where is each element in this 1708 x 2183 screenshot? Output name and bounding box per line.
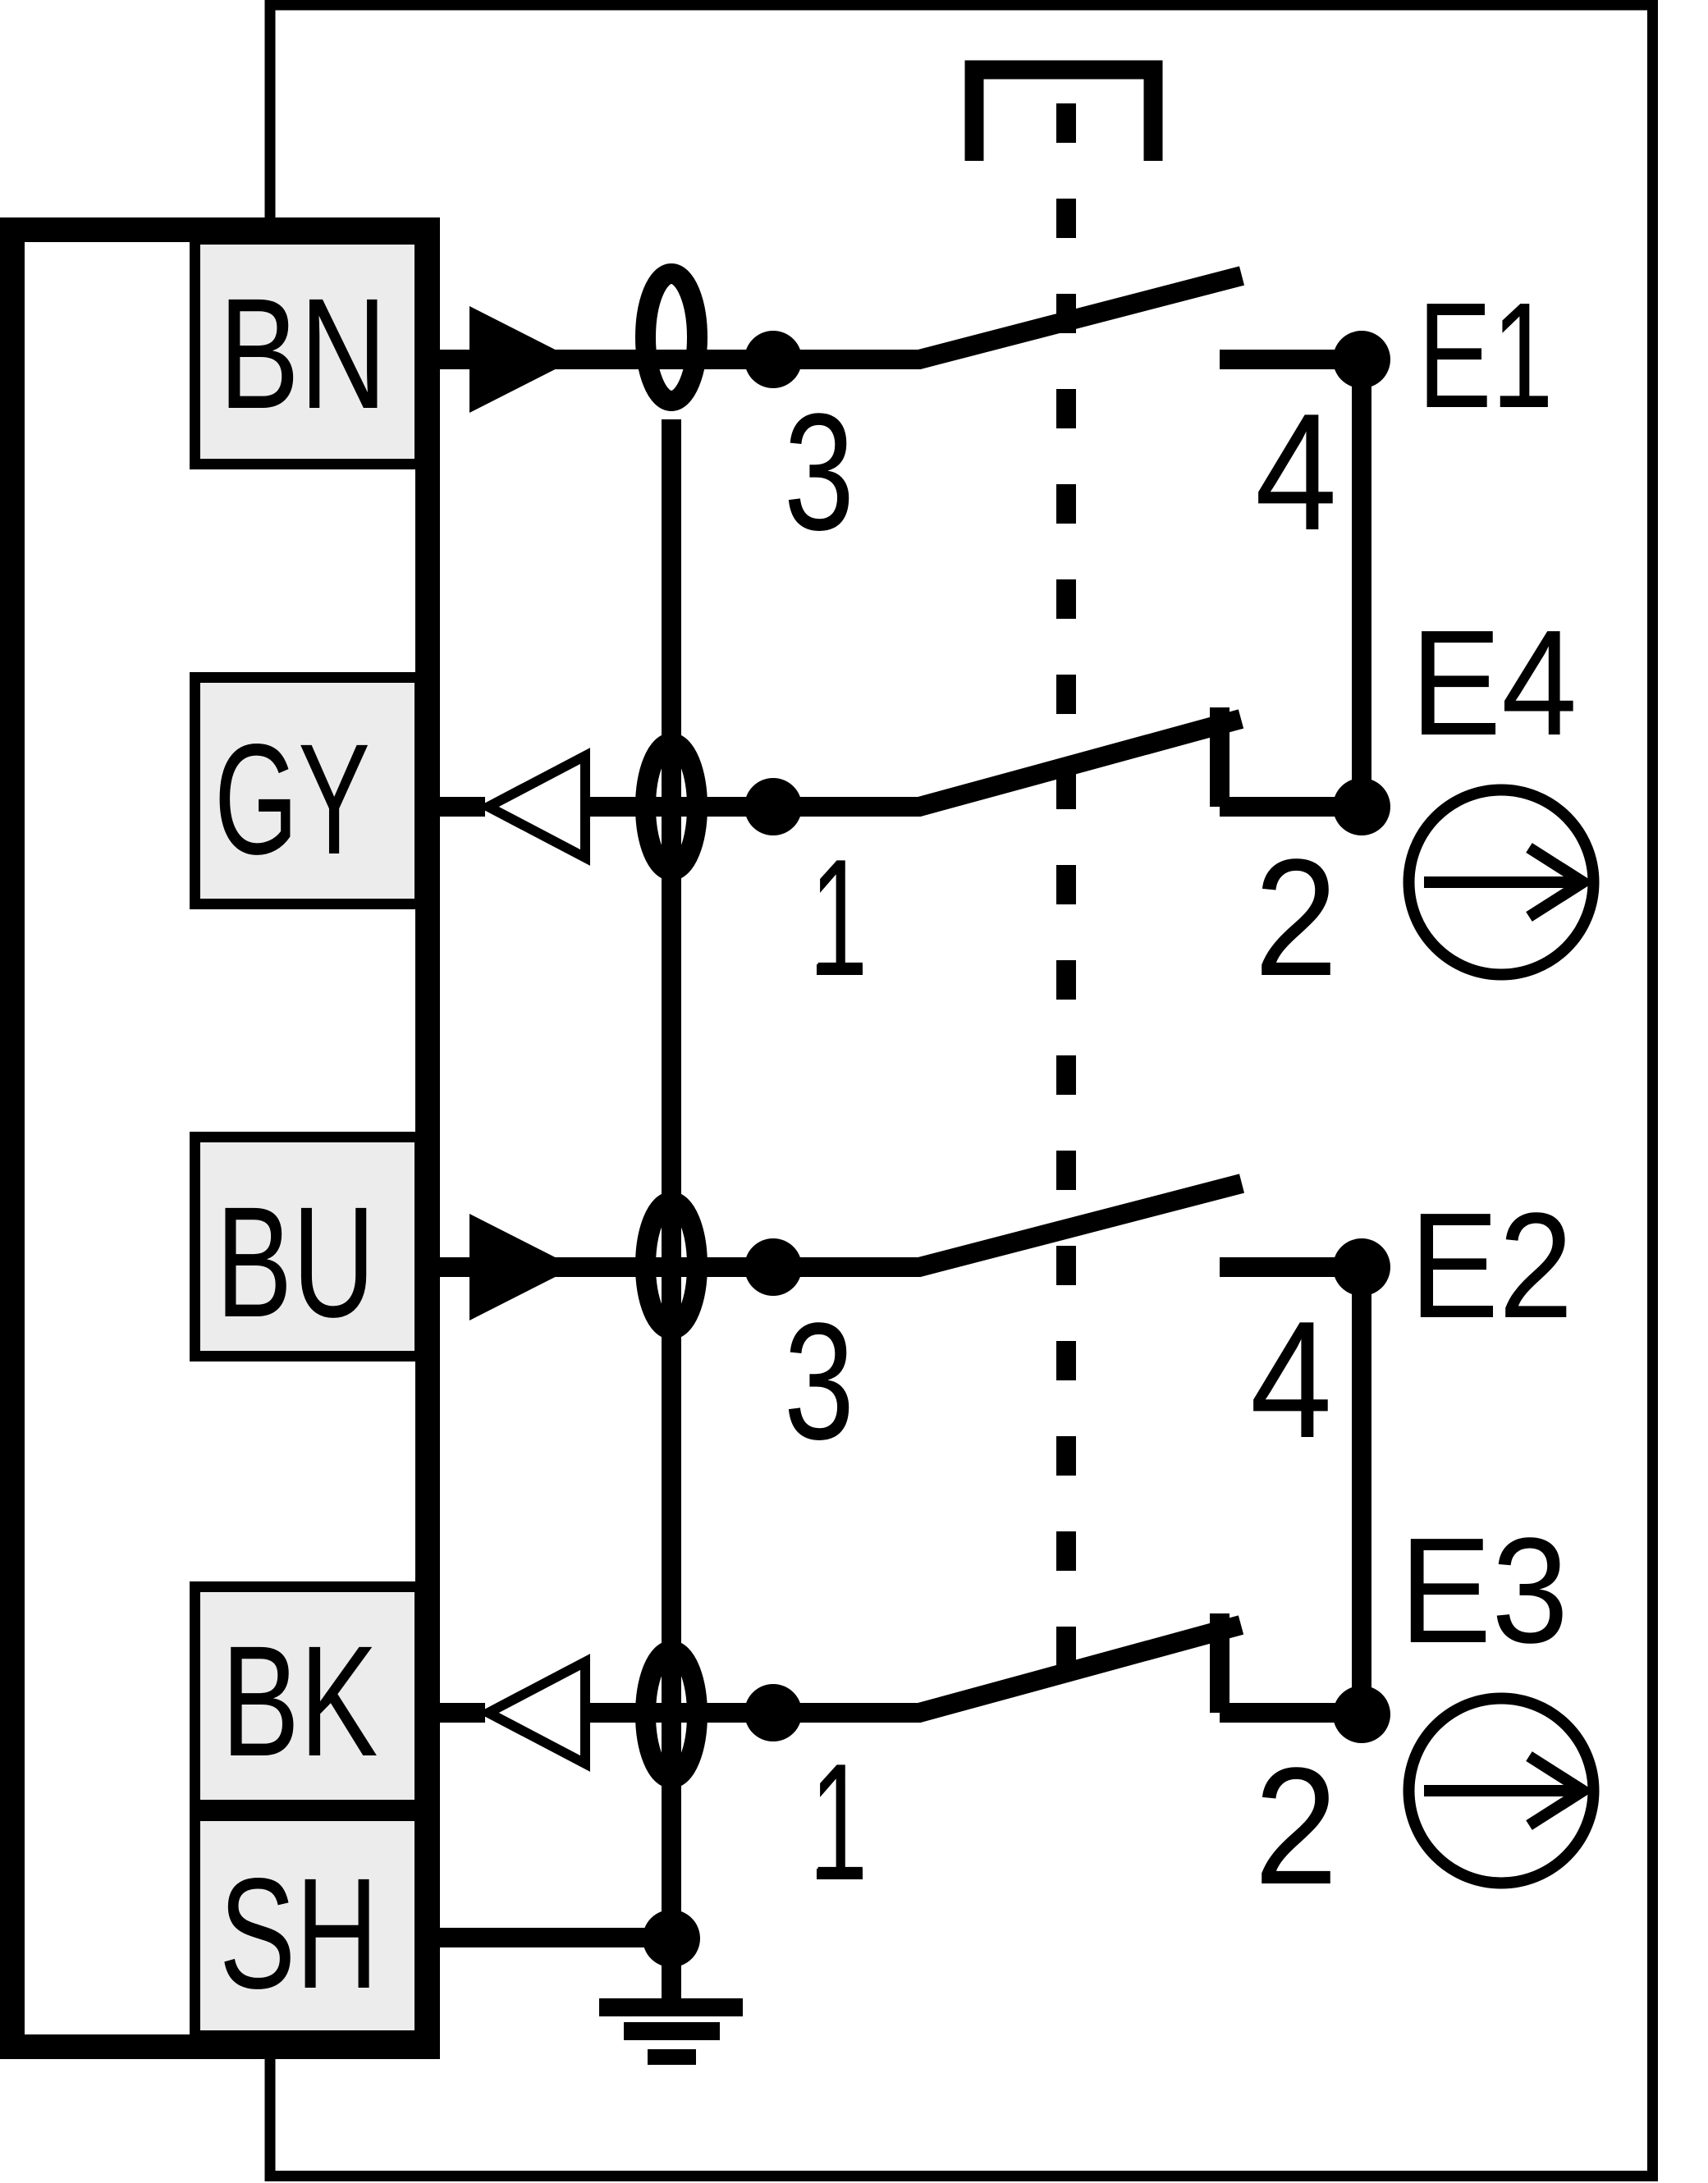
svg-text:4: 4 bbox=[1255, 379, 1337, 565]
svg-text:1: 1 bbox=[810, 1729, 868, 1915]
svg-text:BU: BU bbox=[216, 1174, 375, 1350]
svg-text:E1: E1 bbox=[1418, 271, 1554, 439]
svg-text:GY: GY bbox=[214, 711, 370, 887]
svg-text:2: 2 bbox=[1254, 1733, 1338, 1920]
svg-text:2: 2 bbox=[1254, 825, 1338, 1011]
svg-text:4: 4 bbox=[1250, 1287, 1332, 1473]
svg-text:BK: BK bbox=[222, 1613, 378, 1789]
svg-text:E4: E4 bbox=[1411, 598, 1577, 767]
svg-text:3: 3 bbox=[784, 379, 854, 565]
svg-text:E2: E2 bbox=[1410, 1181, 1573, 1349]
svg-text:BN: BN bbox=[219, 265, 387, 442]
svg-text:SH: SH bbox=[219, 1845, 378, 2021]
svg-text:E3: E3 bbox=[1399, 1506, 1568, 1674]
svg-text:3: 3 bbox=[784, 1288, 854, 1475]
svg-text:1: 1 bbox=[810, 825, 868, 1011]
